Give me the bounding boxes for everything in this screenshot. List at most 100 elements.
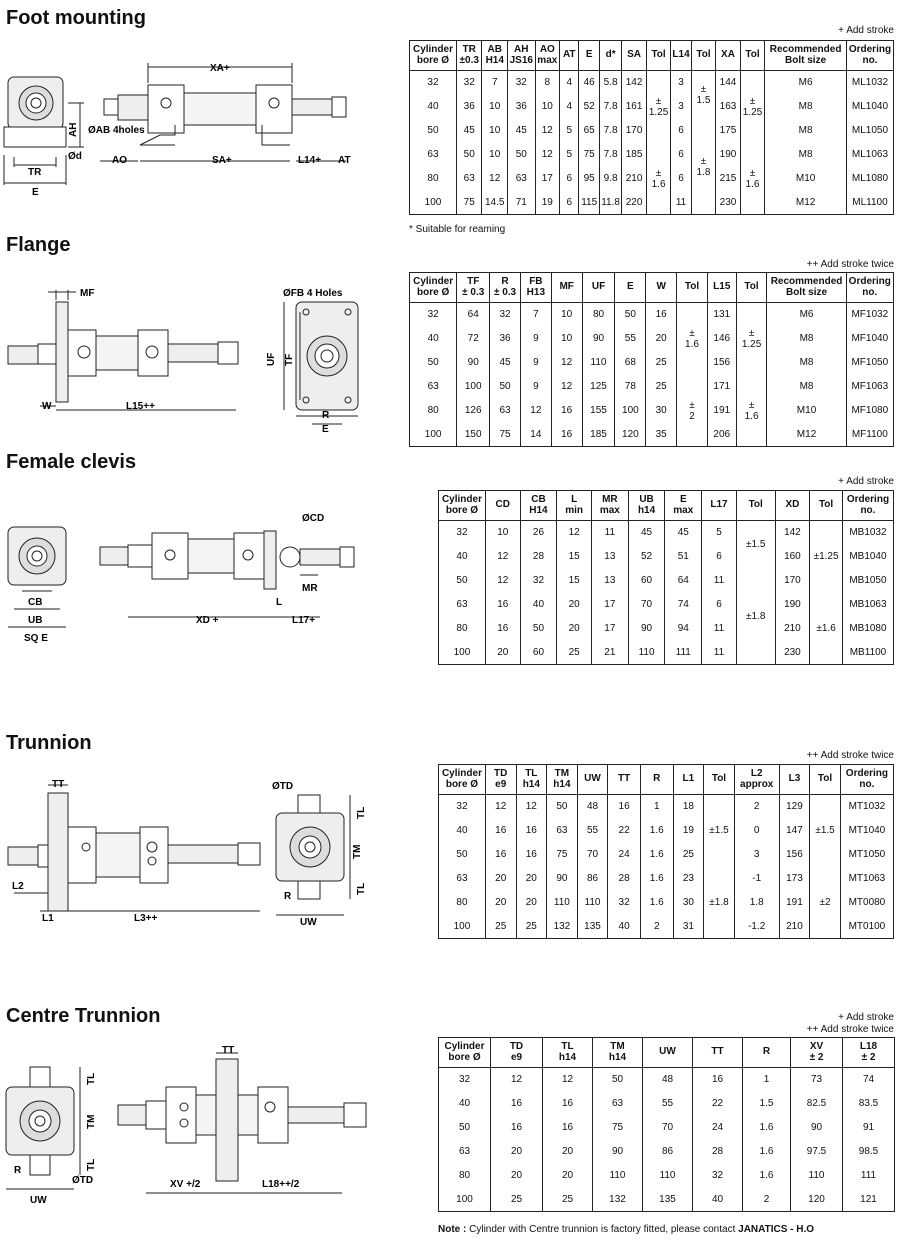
table-cell: 24 xyxy=(692,1115,743,1140)
table-cell: MT1032 xyxy=(839,794,895,819)
table-cell: 110 xyxy=(581,350,616,375)
table-cell: 70 xyxy=(642,1115,693,1140)
table-cell: 115 xyxy=(578,190,600,215)
table-cell: 100 xyxy=(438,914,486,939)
header-text: Tol xyxy=(696,49,711,61)
table-cell: 7 xyxy=(481,70,508,95)
td-label: ØTD xyxy=(272,781,293,792)
header-text: Ordering xyxy=(846,493,890,505)
table-cell: ML1063 xyxy=(845,142,895,167)
table-cell: MB1050 xyxy=(841,568,895,593)
tolerance-cell: ±1.8 xyxy=(735,568,776,665)
column-header: Tol xyxy=(739,40,766,71)
table-cell: 80 xyxy=(408,398,458,423)
uf-label: UF xyxy=(266,353,277,366)
column-header: Tol xyxy=(809,764,841,795)
table-cell: 63 xyxy=(546,818,578,843)
table-cell: 80 xyxy=(438,1163,491,1188)
table-cell: 111 xyxy=(664,640,703,665)
table-cell: 55 xyxy=(576,818,609,843)
header-text: h14 xyxy=(553,778,571,790)
header-text: bore Ø xyxy=(417,286,450,298)
table-cell: 50 xyxy=(592,1067,643,1092)
table-cell: 110 xyxy=(790,1163,843,1188)
table-cell: 71 xyxy=(507,190,536,215)
table-cell: 9 xyxy=(519,350,552,375)
table-cell: 156 xyxy=(706,350,737,375)
table-cell: 6 xyxy=(701,544,737,569)
column-header: Tol xyxy=(735,272,768,303)
table-cell: 10 xyxy=(550,302,583,327)
header-text: approx xyxy=(740,778,774,790)
table-cell: 16 xyxy=(484,616,521,641)
table-cell: 50 xyxy=(546,794,578,819)
table-cell: 10 xyxy=(550,326,583,351)
header-text: SA xyxy=(627,49,642,61)
table-cell: 100 xyxy=(614,398,647,423)
column-header: R xyxy=(639,764,674,795)
table-cell xyxy=(739,142,766,167)
header-text: no. xyxy=(859,778,875,790)
table-cell: 12 xyxy=(550,350,583,375)
table-cell: 32 xyxy=(507,70,536,95)
table-cell: 83.5 xyxy=(842,1091,895,1116)
table-cell: 86 xyxy=(642,1139,693,1164)
table-cell: ML1040 xyxy=(845,94,895,119)
column-header: L1 xyxy=(672,764,705,795)
table-cell: 10 xyxy=(481,142,508,167)
header-text: ± 2 xyxy=(861,1051,876,1063)
table-cell: 50 xyxy=(438,842,486,867)
header-text: TT xyxy=(711,1046,724,1058)
table-cell: 7.8 xyxy=(598,94,623,119)
table-cell xyxy=(676,302,708,327)
table-cell: 110 xyxy=(592,1163,643,1188)
header-text: E xyxy=(585,49,593,61)
header-text: Cylinder xyxy=(441,493,482,505)
table-cell xyxy=(690,190,717,215)
header-text: e9 xyxy=(510,1051,523,1063)
table-cell: 50 xyxy=(507,142,536,167)
table-cell: 70 xyxy=(627,592,666,617)
table-cell: 1.6 xyxy=(639,890,674,915)
table-cell: 16 xyxy=(490,1115,543,1140)
table-cell: 36 xyxy=(455,94,483,119)
column-header: XD xyxy=(774,490,811,521)
table-cell: 20 xyxy=(645,326,678,351)
table-cell: 90 xyxy=(456,350,491,375)
xd-label: XD + xyxy=(196,615,219,626)
table-cell: 21 xyxy=(590,640,629,665)
column-header: TT xyxy=(607,764,641,795)
tr-label: TR xyxy=(28,167,42,178)
header-text: XA xyxy=(721,49,735,61)
table-cell: 185 xyxy=(581,422,616,447)
cb-label: CB xyxy=(28,597,42,608)
table-cell: 210 xyxy=(621,166,647,191)
table-cell: 25 xyxy=(556,640,592,665)
e-label: E xyxy=(32,187,39,198)
table-cell: 48 xyxy=(642,1067,693,1092)
table-cell: 50 xyxy=(408,350,458,375)
tm-label: TM xyxy=(86,1115,97,1129)
table-cell: 32 xyxy=(519,568,558,593)
uw-label: UW xyxy=(30,1195,47,1206)
table-cell: 185 xyxy=(621,142,647,167)
tolerance-cell: ±1.5 xyxy=(735,520,776,569)
tolerance-cell: ±1.25 xyxy=(739,94,766,119)
table-cell: 50 xyxy=(489,374,521,399)
header-text: h14 xyxy=(522,778,540,790)
table-cell xyxy=(676,422,708,447)
table-cell: 9 xyxy=(519,326,552,351)
table-cell: 7 xyxy=(519,302,552,327)
table-cell: 19 xyxy=(672,818,705,843)
header-text: Recommended xyxy=(769,43,842,55)
header-text: TL xyxy=(525,767,538,779)
